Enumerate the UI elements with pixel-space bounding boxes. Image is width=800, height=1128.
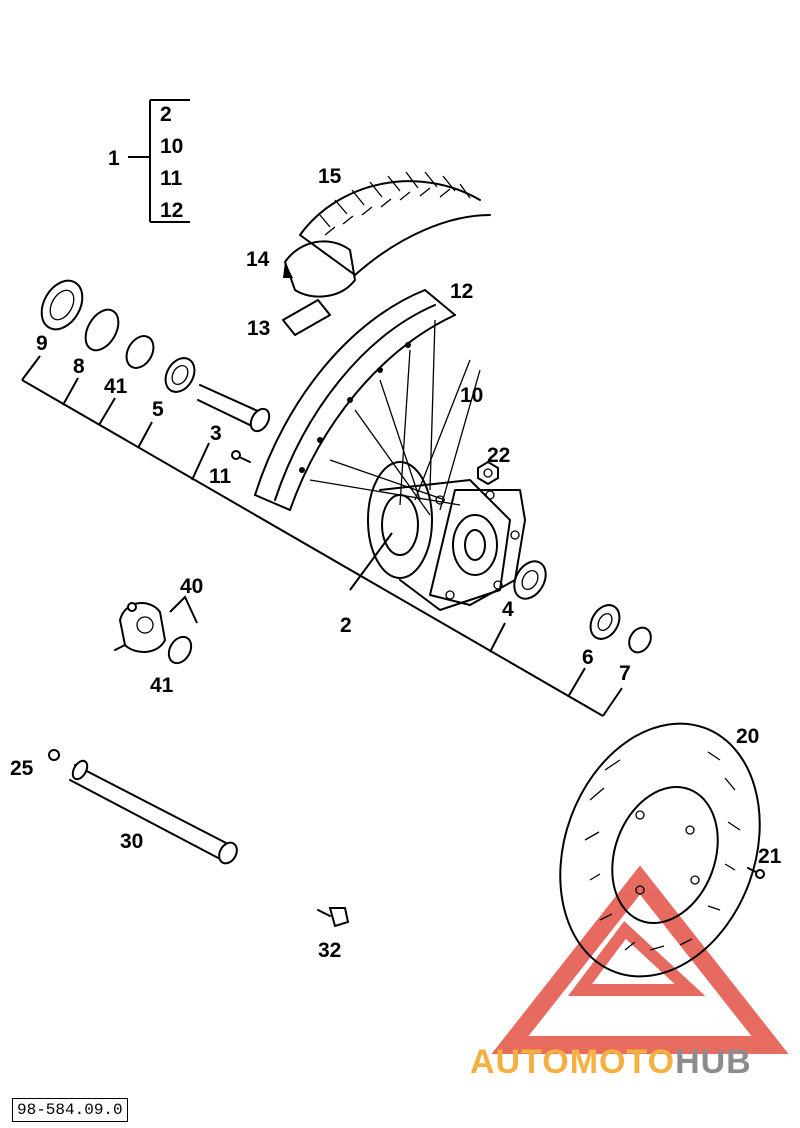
callout-label: 21 (758, 845, 782, 868)
callout-label: 9 (36, 332, 48, 355)
circlip-part (125, 335, 155, 369)
spacer-part (628, 626, 652, 654)
callout-label: 25 (10, 757, 34, 780)
washer-part (48, 749, 60, 761)
tire-part (299, 171, 491, 276)
kit-label: 1 (108, 147, 120, 170)
callout-label: 7 (619, 662, 631, 685)
wheel-hub-part (367, 461, 526, 611)
kit-item: 10 (160, 135, 183, 158)
oil-seal-part (589, 604, 621, 640)
callout-label: 12 (450, 280, 473, 303)
bolt-part (317, 907, 350, 928)
callout-label: 30 (120, 830, 143, 853)
bearing-part (513, 560, 547, 600)
kit-item: 2 (160, 103, 172, 126)
callout-bracket (169, 595, 198, 624)
callout-label: 4 (502, 598, 514, 621)
callout-label: 2 (340, 614, 352, 637)
callout-label: 5 (152, 398, 164, 421)
callout-label: 11 (209, 465, 232, 488)
wheel-rim-part (254, 289, 456, 511)
watermark-brand-text: AUTOMOTOHUB (470, 1043, 752, 1082)
callout-label: 3 (210, 422, 222, 445)
callout-label: 8 (73, 355, 85, 378)
kit-item: 11 (160, 167, 183, 190)
callout-label: 32 (318, 939, 341, 962)
rim-tape-part (282, 299, 331, 336)
callout-label: 41 (104, 375, 128, 398)
document-number: 98-584.09.0 (12, 1098, 128, 1122)
callout-label: 14 (246, 248, 270, 271)
assembly-leader-line (21, 355, 623, 717)
kit-item: 12 (160, 199, 183, 222)
watermark-brand-part2: HUB (675, 1043, 752, 1081)
inner-tube-part (283, 240, 356, 298)
kit-bracket (128, 99, 190, 223)
bearing-part (164, 357, 196, 393)
callout-label: 20 (736, 725, 759, 748)
callout-label: 15 (318, 165, 342, 188)
spacer-tube-part (197, 384, 271, 433)
callout-label: 13 (247, 317, 270, 340)
watermark-triangle-logo (491, 865, 789, 1054)
screw-part (747, 867, 765, 879)
oil-seal-part (40, 279, 84, 331)
callout-label: 6 (582, 646, 594, 669)
nut-part (477, 460, 499, 486)
screw-part (231, 450, 251, 463)
spokes-part (309, 319, 481, 516)
callout-label: 22 (487, 444, 510, 467)
callout-label: 40 (180, 575, 203, 598)
callout-label: 41 (150, 674, 174, 697)
speedometer-drive-part (114, 602, 166, 653)
watermark-brand-part1: AUTOMOTO (470, 1043, 676, 1081)
o-ring-part (84, 308, 120, 352)
brake-disc-part (559, 722, 761, 978)
axle-part (69, 759, 238, 865)
circlip-part (167, 635, 193, 665)
callout-label: 10 (460, 384, 483, 407)
